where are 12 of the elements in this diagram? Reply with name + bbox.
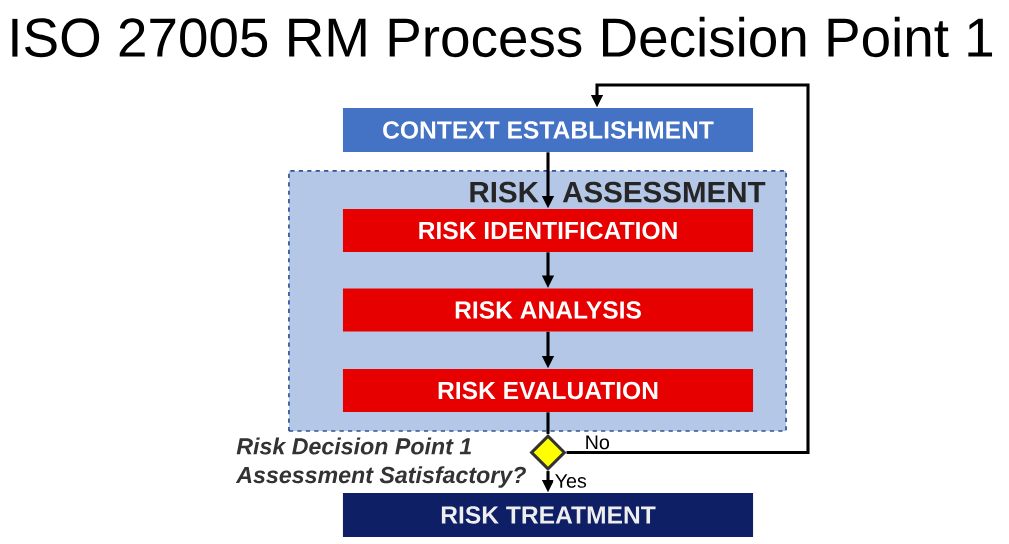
process-box: RISK EVALUATION (342, 369, 754, 412)
annotation-text: Assessment Satisfactory? (235, 466, 526, 488)
process-box: CONTEXT ESTABLISHMENT (342, 108, 754, 152)
title: ISO 27005 RM Process Decision Point 1 (12, 16, 993, 58)
process-box: RISK ANALYSIS (342, 288, 754, 332)
edge-label: Yes (553, 472, 589, 490)
arrow (566, 83, 810, 455)
process-box: RISK TREATMENT (342, 493, 754, 537)
annotation-text: Risk Decision Point 1 (236, 437, 471, 455)
edge-label: No (583, 434, 612, 451)
process-box: RISK IDENTIFICATION (342, 209, 754, 252)
connector-line (546, 412, 550, 434)
